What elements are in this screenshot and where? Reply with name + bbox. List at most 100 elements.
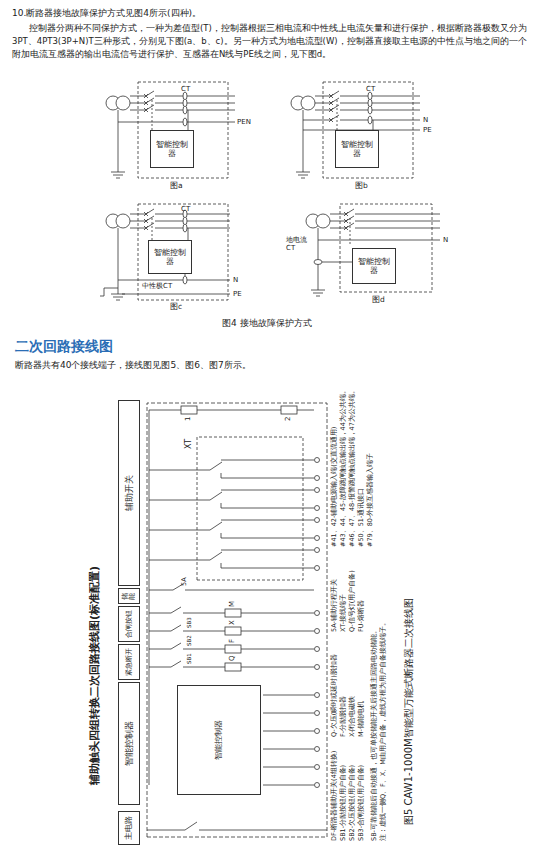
controller-box: 智能控制器 <box>177 685 261 795</box>
terminal <box>315 476 320 481</box>
wire <box>315 103 331 104</box>
breaker-contact <box>329 101 333 105</box>
line-label: PE <box>423 126 432 134</box>
box-text: 智能控制器 <box>124 721 134 766</box>
line-label: PE <box>233 290 242 298</box>
function-box: 辅助开关 <box>118 400 140 586</box>
breaker-contact <box>144 226 148 230</box>
current-transformer <box>368 106 372 114</box>
transformer-coil <box>301 96 315 110</box>
breaker-contact <box>144 219 148 223</box>
wire <box>130 110 146 111</box>
controller-box: 智能控制器 <box>150 130 194 168</box>
current-transformer <box>314 260 322 265</box>
line-label: N <box>423 116 428 124</box>
wire <box>188 110 189 130</box>
breaker-contact <box>329 94 333 98</box>
figure-caption: 图4 接地故障保护方式 <box>222 318 312 329</box>
terminal <box>315 518 320 523</box>
ground-symbol <box>113 175 123 176</box>
component-label: F <box>228 639 236 643</box>
wire <box>149 590 173 591</box>
wire <box>149 631 171 632</box>
terminal-note: #43、44、45-故障跳闸触点输出端，44为公共端。 <box>340 387 348 547</box>
component-label: 5A <box>181 577 189 586</box>
ground-symbol <box>116 178 120 179</box>
breaker-contact <box>329 108 333 112</box>
terminal <box>315 458 320 463</box>
wire <box>340 120 420 121</box>
legend-note: SB3-合闸按钮(用户自备) <box>358 765 366 841</box>
box-text: 智能控制器 <box>214 720 223 760</box>
box-text: 合闸按钮 <box>125 610 133 638</box>
breaker-contact <box>144 94 148 98</box>
legend-note: 5A-辅助行程开关 <box>331 579 339 632</box>
wire <box>130 228 146 229</box>
wire <box>118 122 119 172</box>
wire <box>118 228 230 280</box>
component-label: X <box>228 620 236 625</box>
wire <box>340 96 420 97</box>
coil-symbol <box>225 663 241 671</box>
changeover-contact <box>210 492 222 500</box>
controller-box: 智能控制器 <box>148 240 192 274</box>
coil-symbol <box>225 645 241 653</box>
breaker-frame <box>340 204 432 292</box>
legend-note: SB2-欠压按钮(用户自备) <box>349 765 357 841</box>
wire <box>221 490 314 491</box>
ground-symbol <box>311 290 325 291</box>
terminal-block-label: XT <box>184 439 194 449</box>
function-box: 合闸按钮 <box>118 606 140 642</box>
wire <box>221 563 222 568</box>
terminal <box>315 693 320 698</box>
wire <box>155 221 230 222</box>
wire <box>183 631 314 632</box>
wire <box>315 110 331 111</box>
ct-label: CT <box>181 205 190 213</box>
wire <box>155 103 235 104</box>
figure-label: 图c <box>170 302 182 311</box>
legend-note: DF-断路器辅助开关(4组转换) <box>331 751 339 841</box>
wire <box>221 568 314 569</box>
wire <box>330 214 346 215</box>
switch-contact <box>171 625 181 631</box>
terminal <box>315 665 320 670</box>
wire <box>149 530 210 531</box>
wire <box>149 613 171 614</box>
legend-note: X-闭合电磁铁 <box>349 696 357 737</box>
function-box: 储能 <box>118 588 140 604</box>
figure-label: 图a <box>170 181 183 190</box>
breaker-contact <box>329 101 333 105</box>
wire <box>118 110 146 122</box>
wire <box>263 749 314 750</box>
bus-wire <box>149 410 150 785</box>
legend-note: Q-欠压(瞬时或延时)脱扣器 <box>331 654 339 737</box>
box-text: 辅助开关 <box>124 475 134 511</box>
wire <box>340 110 420 111</box>
wire <box>155 214 230 215</box>
trip-link <box>350 218 351 246</box>
changeover-contact <box>210 462 222 470</box>
component-label: SB1 <box>186 653 193 664</box>
wire <box>221 460 314 461</box>
breaker-frame <box>138 204 228 300</box>
wire <box>263 695 314 696</box>
coil-symbol <box>225 627 241 635</box>
wire <box>130 103 146 104</box>
wire <box>130 221 146 222</box>
ct-label: CT <box>181 85 190 93</box>
transformer-coil <box>316 214 330 228</box>
breaker-frame <box>147 403 327 837</box>
wire <box>221 508 314 509</box>
wire <box>122 294 230 295</box>
current-transformer <box>183 106 187 114</box>
breaker-contact <box>344 212 348 216</box>
wire <box>185 590 314 591</box>
component-label: Q <box>228 655 236 661</box>
breaker-contact <box>329 118 333 122</box>
terminal-number: 1 <box>184 417 192 421</box>
box-text: 储能 <box>122 591 137 601</box>
controller-box: 智能控制器 <box>335 130 379 168</box>
heading-text: 10.断路器接地故障保护方式见图4所示(四种)。 <box>12 8 201 19</box>
wire <box>263 767 314 768</box>
